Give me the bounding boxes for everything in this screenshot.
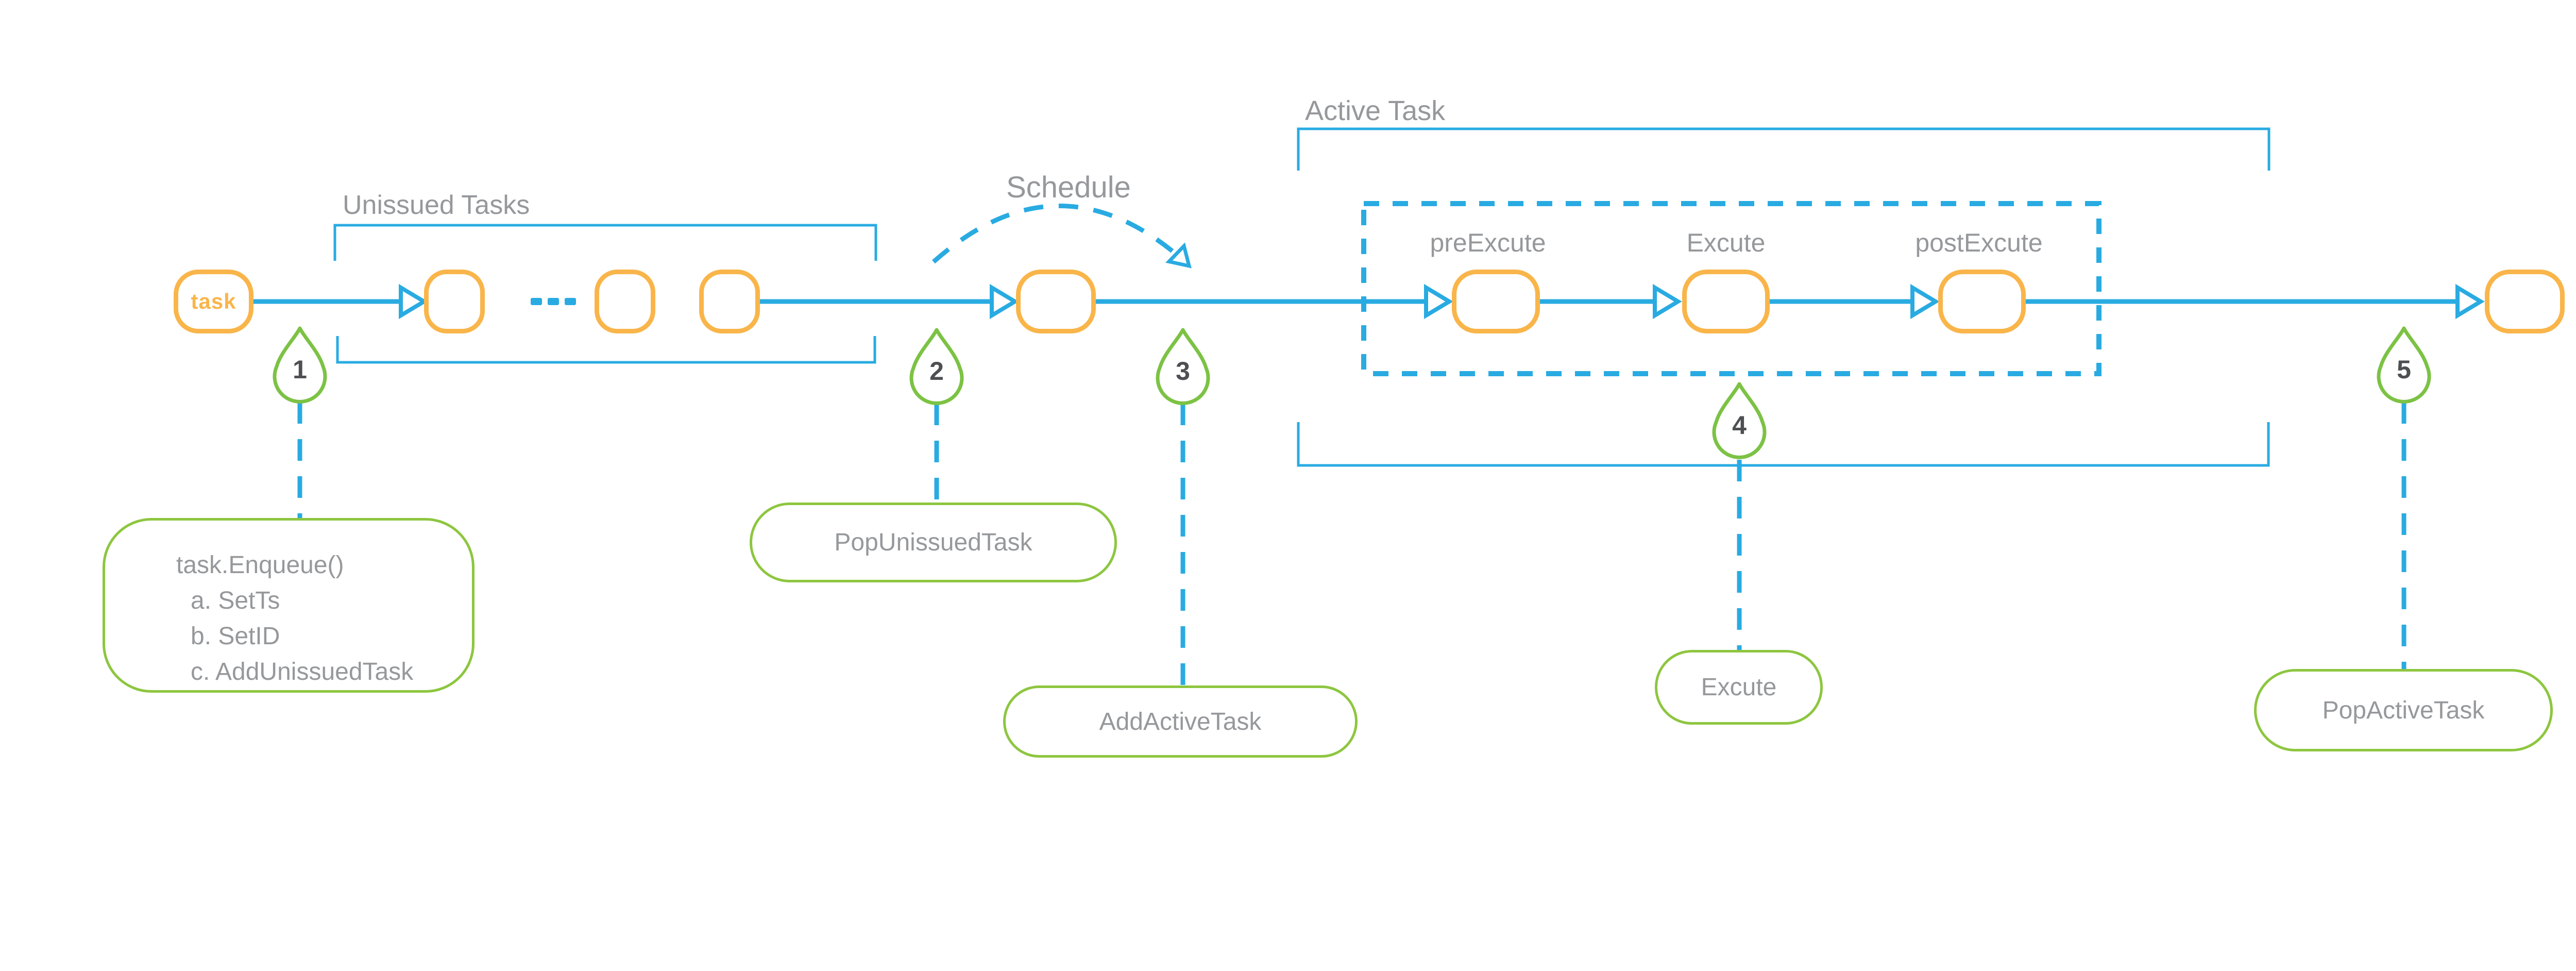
execution-dotted-box — [1361, 201, 2102, 376]
arrowhead-icon — [399, 283, 428, 320]
pop-active-task-callout: PopActiveTask — [2254, 669, 2553, 751]
add-active-task-callout: AddActiveTask — [1003, 685, 1358, 758]
marker-4-number: 4 — [1732, 411, 1747, 440]
marker-1-number: 1 — [293, 355, 307, 384]
marker-connectors — [297, 402, 2406, 693]
excute-label: Excute — [1686, 228, 1766, 257]
marker-2-pin-icon — [909, 328, 964, 405]
teardrop-markers — [273, 326, 2431, 459]
active-task-brackets — [1297, 127, 2270, 467]
task-node-label: task — [191, 289, 236, 313]
active-bottom-bracket — [1297, 422, 2270, 467]
unissued-bottom-bracket — [336, 336, 876, 364]
arrowhead-icon — [1910, 283, 1940, 320]
unissued-tasks-brackets — [333, 224, 877, 364]
marker-3-number: 3 — [1176, 357, 1190, 386]
unissued-top-bracket — [333, 224, 877, 261]
pop-unissued-task-label: PopUnissuedTask — [834, 529, 1032, 556]
excute-node — [1682, 270, 1770, 333]
schedule-arc — [932, 204, 1185, 264]
arrowhead-icon — [990, 283, 1019, 320]
arrowheads — [399, 283, 2485, 320]
arrowhead-icon — [1653, 283, 1682, 320]
arrowhead-icon — [1424, 283, 1453, 320]
enqueue-line-1: task.Enqueue() — [176, 551, 344, 579]
unissued-tasks-label: Unissued Tasks — [343, 190, 530, 220]
schedule-arc-arrowhead-icon — [1165, 242, 1192, 269]
task-node: task — [174, 270, 253, 333]
unissued-queue-node-1 — [424, 270, 485, 333]
add-active-task-label: AddActiveTask — [1099, 708, 1262, 735]
active-task-label: Active Task — [1305, 95, 1446, 126]
postexcute-node — [1938, 270, 2026, 333]
excute-callout-label: Excute — [1701, 674, 1777, 701]
ellipsis-dots-icon — [531, 298, 576, 305]
pop-unissued-task-callout: PopUnissuedTask — [750, 503, 1117, 582]
enqueue-callout-text: task.Enqueue() a. SetTs b. SetID c. AddU… — [176, 547, 413, 690]
preexcute-label: preExcute — [1430, 228, 1546, 257]
schedule-label: Schedule — [1006, 171, 1131, 204]
enqueue-line-2: a. SetTs — [191, 587, 280, 614]
enqueue-line-3: b. SetID — [191, 623, 280, 650]
excute-callout: Excute — [1655, 650, 1823, 725]
arrowhead-icon — [2455, 283, 2485, 320]
postexcute-label: postExcute — [1915, 228, 2043, 257]
end-node — [2485, 270, 2565, 333]
marker-1-pin-icon — [273, 326, 327, 404]
marker-2-number: 2 — [929, 357, 944, 386]
schedule-node — [1016, 270, 1096, 333]
enqueue-line-4: c. AddUnissuedTask — [191, 658, 414, 685]
unissued-queue-node-3 — [699, 270, 760, 333]
marker-3-pin-icon — [1156, 328, 1210, 405]
marker-4-pin-icon — [1712, 382, 1767, 459]
enqueue-callout: task.Enqueue() a. SetTs b. SetID c. AddU… — [103, 518, 474, 693]
preexcute-node — [1452, 270, 1540, 333]
unissued-queue-node-2 — [595, 270, 655, 333]
marker-5-pin-icon — [2377, 326, 2431, 404]
marker-5-number: 5 — [2397, 355, 2411, 384]
pop-active-task-label: PopActiveTask — [2322, 696, 2485, 724]
active-top-bracket — [1297, 127, 2270, 171]
